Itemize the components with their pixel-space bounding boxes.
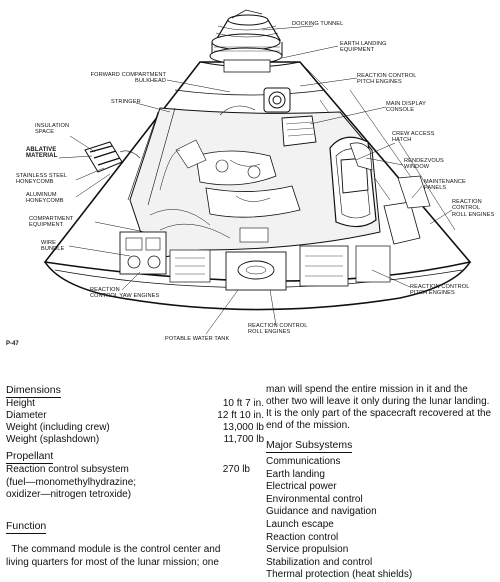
- label-rcs-roll-engines-right: REACTION CONTROL ROLL ENGINES: [452, 199, 495, 218]
- command-module-cutaway-diagram: [43, 9, 472, 335]
- subsystem-item: Service propulsion: [266, 544, 349, 556]
- label-earth-landing-equipment: EARTH LANDING EQUIPMENT: [340, 41, 387, 54]
- label-wire-bundle: WIRE BUNDLE: [41, 240, 65, 253]
- propellant-heading: Propellant: [6, 450, 54, 464]
- potable-water-tank-drawing: [225, 251, 287, 291]
- subsystem-item: Electrical power: [266, 481, 337, 493]
- dimensions-heading: Dimensions: [6, 384, 61, 398]
- label-docking-tunnel: DOCKING TUNNEL: [292, 21, 344, 27]
- function-continued-3: It is the only part of the spacecraft re…: [266, 408, 492, 419]
- label-rcs-roll-engines-bottom: REACTION CONTROL ROLL ENGINES: [248, 323, 308, 336]
- function-heading: Function: [6, 520, 47, 534]
- function-line-1: The command module is the control center…: [6, 544, 221, 555]
- dimension-row-diameter: Diameter 12 ft 10 in.: [6, 410, 264, 423]
- dimension-row-weight-splashdown: Weight (splashdown) 11,700 lb: [6, 434, 264, 447]
- label-main-display-console: MAIN DISPLAY CONSOLE: [386, 101, 426, 114]
- figure-id: P-47: [6, 341, 19, 347]
- dimension-value: 11,700 lb: [223, 434, 264, 445]
- dimension-label: Weight (including crew): [6, 422, 110, 433]
- label-ablative-material: ABLATIVE MATERIAL: [26, 147, 58, 160]
- function-continued-2: other two will leave it only during the …: [266, 396, 490, 407]
- aft-compartment-right: [299, 245, 391, 287]
- label-compartment-equipment: COMPARTMENT EQUIPMENT: [29, 216, 74, 229]
- subsystem-item: Guidance and navigation: [266, 506, 377, 518]
- label-aluminum-honeycomb: ALUMINUM HONEYCOMB: [26, 192, 64, 205]
- propellant-value: 270 lb: [222, 464, 250, 475]
- label-insulation-space: INSULATION SPACE: [35, 123, 70, 136]
- subsystem-item: Launch escape: [266, 518, 334, 530]
- propellant-fuel: (fuel—monomethylhydrazine;: [6, 477, 137, 488]
- interior-cutaway: [127, 87, 381, 261]
- propellant-row: Reaction control subsystem 270 lb: [6, 464, 264, 477]
- label-rcs-pitch-engines-bottom: REACTION CONTROL PITCH ENGINES: [410, 284, 470, 297]
- dimension-row-height: Height 10 ft 7 in.: [6, 398, 264, 411]
- subsystem-item: Environmental control: [266, 493, 363, 505]
- function-continued-4: end of the mission.: [266, 420, 350, 431]
- subsystem-item: Reaction control: [266, 531, 339, 543]
- major-subsystems-heading-text: Major Subsystems: [266, 439, 353, 453]
- propellant-oxidizer: oxidizer—nitrogen tetroxide): [6, 489, 132, 500]
- label-stainless-steel-honeycomb: STAINLESS STEEL HONEYCOMB: [16, 173, 68, 186]
- dimension-label: Diameter: [6, 410, 47, 421]
- dimension-label: Height: [6, 398, 35, 409]
- label-rcs-pitch-engines-top: REACTION CONTROL PITCH ENGINES: [357, 73, 417, 86]
- function-line-2: living quarters for most of the lunar mi…: [6, 557, 219, 568]
- major-subsystems-heading: Major Subsystems: [266, 439, 353, 453]
- label-potable-water-tank: POTABLE WATER TANK: [165, 336, 230, 342]
- label-crew-access-hatch: CREW ACCESS HATCH: [392, 131, 435, 144]
- function-heading-text: Function: [6, 520, 47, 534]
- propellant-label: Reaction control subsystem: [6, 464, 129, 475]
- leader-lines: [58, 25, 453, 335]
- major-subsystems-list: Communications Earth landing Electrical …: [266, 456, 412, 582]
- function-continued-1: man will spend the entire mission in it …: [266, 384, 468, 395]
- dimension-row-weight-crew: Weight (including crew) 13,000 lb: [6, 422, 264, 435]
- dimension-value: 13,000 lb: [222, 422, 264, 433]
- dimension-value: 12 ft 10 in.: [217, 410, 264, 421]
- maintenance-panels: [383, 175, 431, 245]
- dimension-value: 10 ft 7 in.: [222, 398, 264, 409]
- label-stringer: STRINGER: [111, 99, 141, 105]
- rendezvous-window: [349, 142, 373, 171]
- subsystem-item: Communications: [266, 456, 341, 467]
- label-forward-compartment-bulkhead: FORWARD COMPARTMENT BULKHEAD: [90, 72, 166, 85]
- label-maintenance-panels: MAINTENANCE PANELS: [424, 179, 466, 192]
- subsystem-item: Stabilization and control: [266, 556, 373, 568]
- dimension-label: Weight (splashdown): [6, 434, 100, 445]
- subsystem-item: Thermal protection (heat shields): [266, 569, 413, 581]
- propellant-heading-text: Propellant: [6, 450, 54, 464]
- label-rendezvous-window: RENDEZVOUS WINDOW: [404, 158, 444, 171]
- aft-compartment-equipment: [119, 231, 211, 283]
- docking-tunnel-structure: [209, 9, 283, 73]
- dimensions-heading-text: Dimensions: [6, 384, 61, 398]
- subsystem-item: Earth landing: [266, 468, 325, 480]
- label-rcs-yaw-engines: REACTION CONTROL YAW ENGINES: [90, 287, 160, 300]
